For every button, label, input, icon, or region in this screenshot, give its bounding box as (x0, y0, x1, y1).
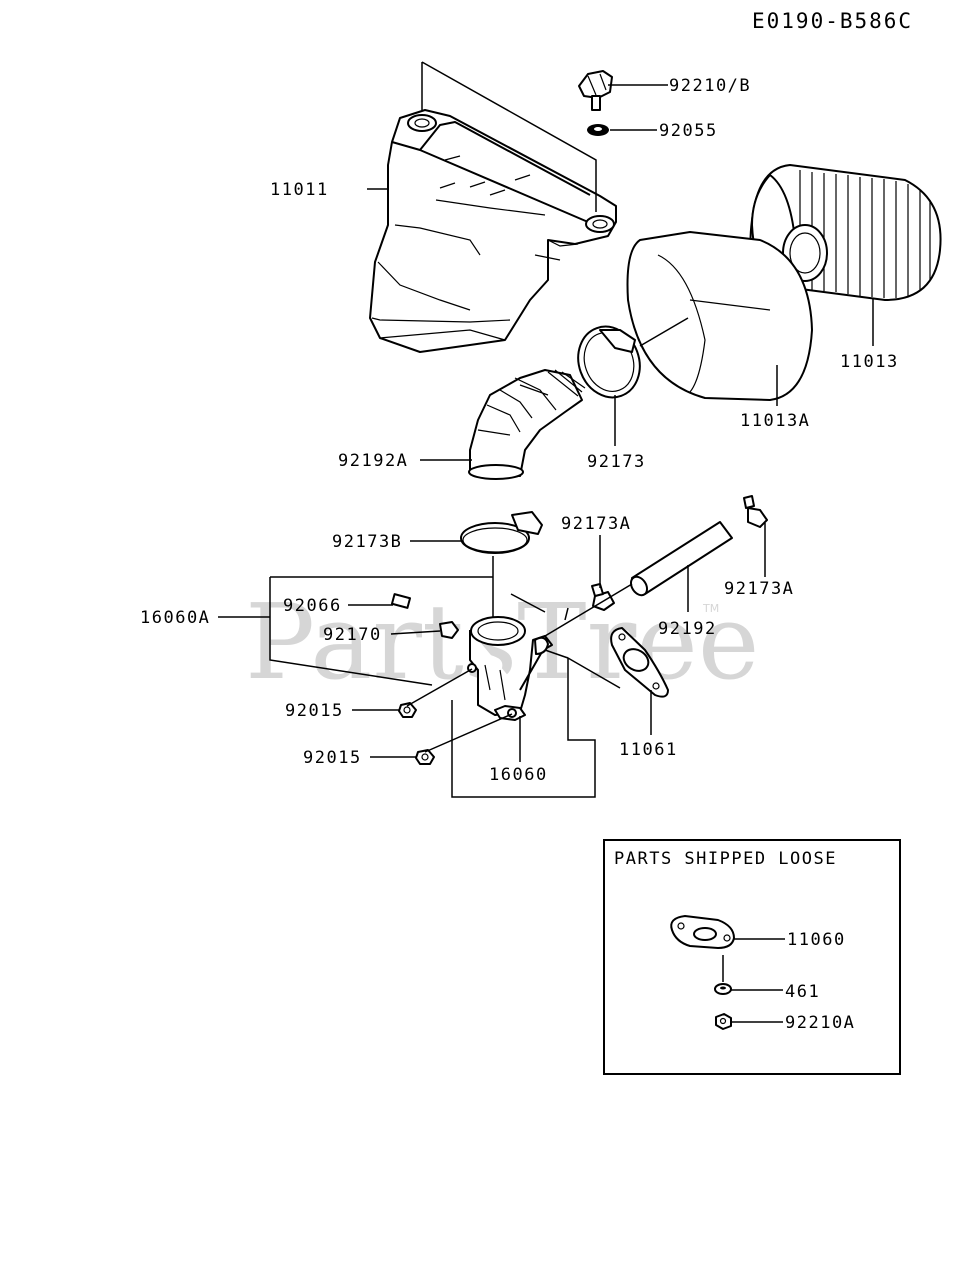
clamp-92173a-right[interactable] (743, 495, 768, 528)
gasket-11060[interactable] (670, 915, 735, 949)
gasket-11061[interactable] (610, 627, 669, 698)
washer-92055[interactable] (587, 124, 609, 136)
callout-92055: 92055 (659, 121, 718, 141)
callout-16060: 16060 (489, 765, 548, 785)
callout-11061: 11061 (619, 740, 678, 760)
nut-92015-upper[interactable] (398, 702, 417, 718)
callout-92210a: 92210A (785, 1013, 855, 1033)
callout-92015-upper: 92015 (285, 701, 344, 721)
inlet-elbow-16060[interactable] (467, 616, 553, 721)
nut-92015-lower[interactable] (415, 749, 435, 765)
callout-92210b: 92210/B (669, 76, 751, 96)
callout-11013: 11013 (840, 352, 899, 372)
callout-92173: 92173 (587, 452, 646, 472)
callout-92015-lower: 92015 (303, 748, 362, 768)
callout-461: 461 (785, 982, 820, 1002)
callout-11060: 11060 (787, 930, 846, 950)
callout-92173a-top: 92173A (561, 514, 631, 534)
callout-92173a-right: 92173A (724, 579, 794, 599)
diagram-code: E0190-B586C (752, 9, 913, 33)
washer-461[interactable] (714, 983, 732, 995)
parts-shipped-loose-box: PARTS SHIPPED LOOSE 11060 461 92210A (603, 839, 901, 1075)
knob-92210b[interactable] (578, 70, 613, 111)
air-cleaner-cover-11011[interactable] (369, 109, 617, 353)
callout-11013a: 11013A (740, 411, 810, 431)
callout-92173b: 92173B (332, 532, 402, 552)
callout-92192: 92192 (658, 619, 717, 639)
elbow-hose-92192a[interactable] (468, 369, 586, 480)
clamp-92173[interactable] (568, 318, 649, 406)
leader-lines (218, 61, 874, 798)
pin-92066[interactable] (390, 593, 412, 609)
watermark-trademark: TM (702, 602, 719, 615)
hose-92192[interactable] (628, 521, 733, 598)
air-filter-11013[interactable] (749, 164, 942, 301)
callout-92170: 92170 (323, 625, 382, 645)
callout-92066: 92066 (283, 596, 342, 616)
callout-16060a: 16060A (140, 608, 210, 628)
callout-11011: 11011 (270, 180, 329, 200)
loose-box-title: PARTS SHIPPED LOOSE (614, 849, 837, 869)
clamp-92173b[interactable] (460, 511, 543, 554)
callout-92192a: 92192A (338, 451, 408, 471)
nut-92210a[interactable] (715, 1013, 732, 1030)
pre-cleaner-11013a[interactable] (626, 231, 813, 401)
clip-92170[interactable] (439, 621, 459, 639)
callout-labels: 92210/B 92055 11011 11013 11013A 92173 9… (140, 76, 899, 785)
